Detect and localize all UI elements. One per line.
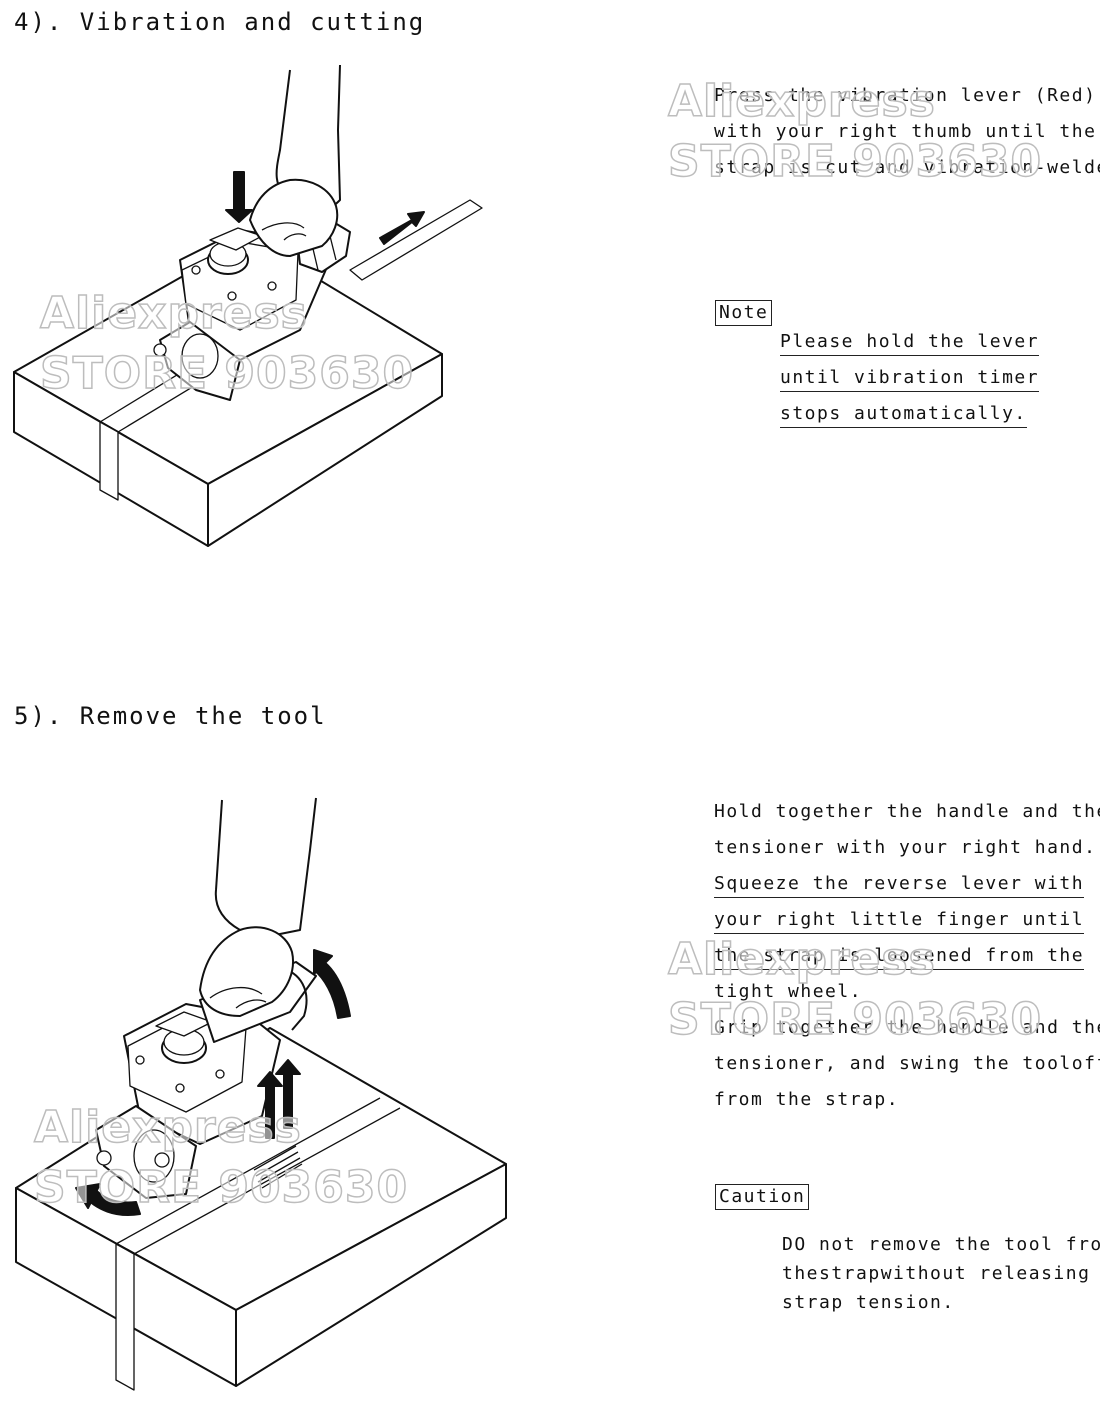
instruction-line: tensioner with your right hand. [714,837,1097,858]
note-line: until vibration timer [780,365,1040,392]
instruction-line: tight wheel. [714,981,863,1002]
note-line: stops automatically. [780,401,1027,428]
instruction-line-underlined: your right little finger until [714,907,1085,934]
caution-line: strap tension. [782,1292,955,1313]
remove-tool-instructions: Hold together the handle and the tension… [714,794,1100,1118]
caution-line: thestrapwithout releasing [782,1263,1091,1284]
instruction-line: with your right thumb until the [714,121,1097,142]
section-5-heading: 5). Remove the tool [14,702,327,730]
instruction-line: tensioner, and swing the tooloff [714,1053,1100,1074]
section-4-heading: 4). Vibration and cutting [14,8,426,36]
note-text: Please hold the lever until vibration ti… [780,324,1040,432]
instruction-line-underlined: Squeeze the reverse lever with [714,871,1085,898]
vibration-illustration [13,64,483,547]
instruction-line: strap is cut and vibration-welded. [714,157,1100,178]
note-label: Note [715,300,773,326]
remove-tool-illustration [15,797,507,1391]
vibration-instructions: Press the vibration lever (Red) with you… [714,78,1100,186]
caution-label: Caution [715,1184,810,1210]
instruction-line-underlined: the strap is loosened from the [714,943,1085,970]
caution-text: DO not remove the tool from thestrapwith… [782,1230,1100,1317]
instruction-line: Hold together the handle and the [714,801,1100,822]
instruction-line: Press the vibration lever (Red) [714,85,1097,106]
caution-line: DO not remove the tool from [782,1234,1100,1255]
note-line: Please hold the lever [780,329,1040,356]
instruction-line: from the strap. [714,1089,900,1110]
instruction-line: Grip together the handle and the [714,1017,1100,1038]
